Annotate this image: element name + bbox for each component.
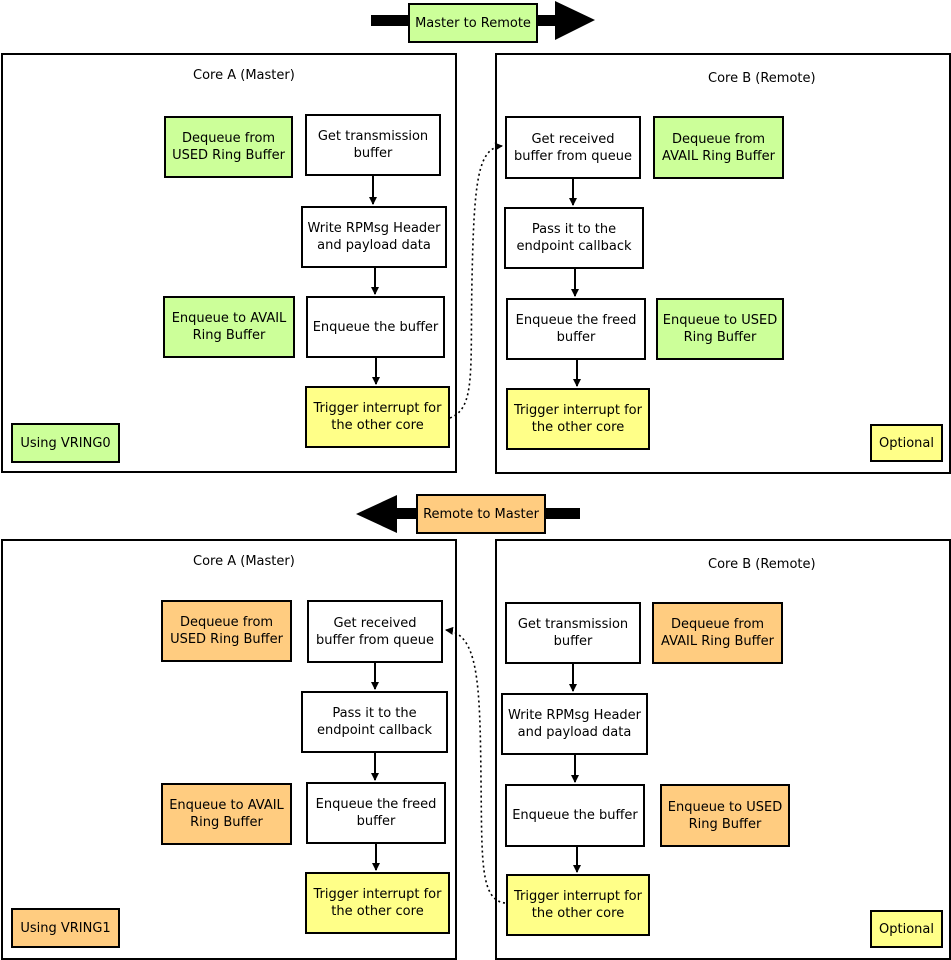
- optional-label-top: Optional: [870, 424, 943, 462]
- step-top-a-4-interrupt: Trigger interrupt for the other core: [305, 386, 450, 448]
- optional-label-bottom: Optional: [870, 910, 943, 948]
- direction-label-master-to-remote: Master to Remote: [408, 3, 538, 43]
- step-bottom-b-2: Write RPMsg Header and payload data: [501, 693, 648, 755]
- note-top-b-enqueue-used: Enqueue to USED Ring Buffer: [656, 298, 784, 360]
- note-top-a-dequeue-used: Dequeue from USED Ring Buffer: [164, 116, 293, 178]
- panel-title-top-core-b: Core B (Remote): [708, 71, 816, 86]
- step-top-b-1: Get received buffer from queue: [505, 116, 641, 179]
- step-top-a-2: Write RPMsg Header and payload data: [301, 206, 447, 268]
- step-top-b-2: Pass it to the endpoint callback: [504, 207, 644, 269]
- dotted-arrow-top-interrupt: [449, 142, 503, 419]
- note-bottom-a-enqueue-avail: Enqueue to AVAIL Ring Buffer: [161, 783, 292, 845]
- vring0-label: Using VRING0: [11, 423, 120, 463]
- note-bottom-a-dequeue-used: Dequeue from USED Ring Buffer: [161, 600, 292, 662]
- note-top-a-enqueue-avail: Enqueue to AVAIL Ring Buffer: [163, 296, 295, 358]
- panel-title-top-core-a: Core A (Master): [193, 68, 295, 83]
- panel-title-bottom-core-a: Core A (Master): [193, 554, 295, 569]
- panel-title-bottom-core-b: Core B (Remote): [708, 557, 816, 572]
- step-top-b-3: Enqueue the freed buffer: [506, 298, 646, 360]
- note-bottom-b-dequeue-avail: Dequeue from AVAIL Ring Buffer: [652, 602, 783, 664]
- step-bottom-b-1: Get transmission buffer: [505, 602, 641, 664]
- note-top-b-dequeue-avail: Dequeue from AVAIL Ring Buffer: [653, 116, 784, 179]
- vring1-label: Using VRING1: [11, 908, 120, 948]
- direction-label-remote-to-master: Remote to Master: [416, 494, 546, 534]
- step-bottom-a-2: Pass it to the endpoint callback: [301, 691, 448, 753]
- step-bottom-a-4-interrupt: Trigger interrupt for the other core: [305, 872, 450, 934]
- step-bottom-b-4-interrupt: Trigger interrupt for the other core: [506, 874, 650, 936]
- note-bottom-b-enqueue-used: Enqueue to USED Ring Buffer: [660, 784, 790, 847]
- step-bottom-b-3: Enqueue the buffer: [505, 784, 645, 847]
- step-top-b-4-interrupt: Trigger interrupt for the other core: [506, 388, 650, 450]
- step-top-a-1: Get transmission buffer: [305, 114, 441, 176]
- step-bottom-a-1: Get received buffer from queue: [307, 600, 443, 663]
- step-top-a-3: Enqueue the buffer: [306, 296, 445, 358]
- dotted-arrow-bottom-interrupt: [445, 626, 506, 904]
- step-bottom-a-3: Enqueue the freed buffer: [306, 782, 446, 844]
